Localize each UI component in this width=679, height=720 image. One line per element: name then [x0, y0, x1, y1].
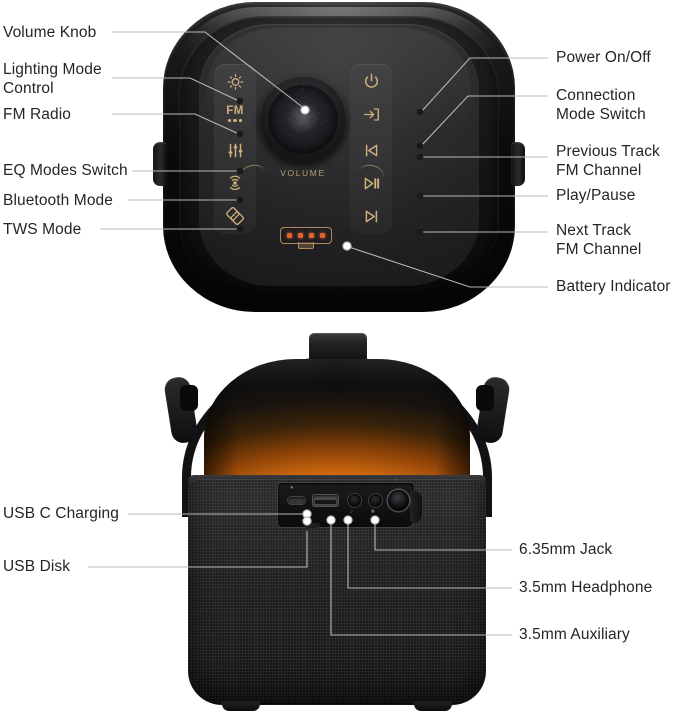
- left-button-column: FM: [214, 64, 256, 234]
- right-button-column: [350, 64, 392, 234]
- usb-c-port[interactable]: [288, 497, 305, 504]
- bluetooth-mode-button[interactable]: [214, 166, 256, 200]
- headphone-jack-3-5mm[interactable]: [348, 494, 361, 507]
- callout-label-previous-track: Previous Track FM Channel: [556, 143, 660, 179]
- callout-label-power-on-off: Power On/Off: [556, 49, 651, 66]
- callout-label-6-35mm-jack: 6.35mm Jack: [519, 541, 613, 558]
- fm-dots-icon: [228, 118, 242, 123]
- callout-label-volume-knob: Volume Knob: [3, 24, 97, 41]
- callout-label-play-pause: Play/Pause: [556, 187, 636, 204]
- lighting-mode-button[interactable]: [214, 64, 256, 98]
- callout-label-battery-indicator: Battery Indicator: [556, 278, 671, 295]
- next-track-icon: [362, 207, 381, 226]
- battery-led: [309, 233, 314, 238]
- battery-led: [287, 233, 292, 238]
- port-panel-cover-tab: [410, 491, 422, 523]
- connection-mode-button[interactable]: [350, 97, 392, 131]
- callout-label-bluetooth-mode: Bluetooth Mode: [3, 192, 113, 209]
- fm-text-icon: FM: [226, 104, 244, 117]
- port-panel-notch: [304, 523, 320, 528]
- play-pause-icon: [362, 174, 381, 193]
- battery-led: [320, 233, 325, 238]
- usb-a-port[interactable]: [313, 495, 338, 506]
- charge-port-marking: ●: [290, 485, 294, 491]
- fm-radio-button[interactable]: FM: [214, 97, 256, 131]
- speaker-foot-left: [222, 701, 260, 711]
- callout-label-usb-disk: USB Disk: [3, 558, 71, 575]
- volume-knob[interactable]: [259, 75, 347, 163]
- battery-indicator: [280, 227, 332, 244]
- volume-knob-center-highlight: [287, 103, 319, 135]
- callout-label-usb-c-charging: USB C Charging: [3, 505, 119, 522]
- volume-knob-label: VOLUME: [280, 168, 326, 178]
- power-button[interactable]: [350, 64, 392, 98]
- callout-label-3-5mm-headphone: 3.5mm Headphone: [519, 579, 653, 596]
- next-track-button[interactable]: [350, 199, 392, 233]
- microphone-jack-6-35mm[interactable]: [388, 490, 409, 511]
- top-mount-cap: [309, 333, 367, 361]
- input-source-icon: [362, 105, 381, 124]
- dome-gloss: [204, 359, 470, 442]
- callout-label-lighting-mode: Lighting Mode Control: [3, 61, 102, 97]
- callout-label-tws-mode: TWS Mode: [3, 221, 82, 238]
- speaker-front-view: ♪ ■ ♪ ●: [162, 333, 512, 718]
- handle-pin-left: [180, 385, 198, 411]
- dome-top-shadow: [298, 359, 376, 417]
- handle-pin-right: [476, 385, 494, 411]
- mic-port-marking: ♪: [395, 477, 398, 483]
- equalizer-sliders-icon: [226, 141, 245, 160]
- previous-track-icon: [362, 141, 381, 160]
- sun-icon: [226, 72, 245, 91]
- tws-mode-button[interactable]: [214, 199, 256, 233]
- port-panel: ♪ ■ ♪ ●: [278, 477, 422, 528]
- headphone-port-marking: ♪: [350, 509, 353, 515]
- callout-label-fm-radio: FM Radio: [3, 106, 71, 123]
- callout-label-next-track: Next Track FM Channel: [556, 222, 642, 258]
- auxiliary-jack-3-5mm[interactable]: [369, 494, 382, 507]
- speaker-foot-right: [414, 701, 452, 711]
- handle-mount-stem-right: [501, 156, 513, 172]
- previous-track-button[interactable]: [350, 133, 392, 167]
- battery-led: [298, 233, 303, 238]
- bluetooth-waves-icon: [225, 173, 245, 193]
- handle-mount-stem-left: [165, 156, 177, 172]
- aux-port-marking: ■: [371, 509, 375, 515]
- power-icon: [362, 72, 381, 91]
- callout-label-eq-modes: EQ Modes Switch: [3, 162, 128, 179]
- speaker-top-view: FM: [153, 2, 525, 312]
- eq-modes-button[interactable]: [214, 133, 256, 167]
- callout-label-connection-mode: Connection Mode Switch: [556, 87, 646, 123]
- handle-mount-right: [511, 142, 525, 186]
- battery-indicator-tab: [298, 242, 314, 249]
- handle-mount-left: [153, 142, 167, 186]
- tws-diamonds-icon: [225, 206, 245, 226]
- play-pause-button[interactable]: [350, 166, 392, 200]
- callout-label-3-5mm-auxiliary: 3.5mm Auxiliary: [519, 626, 630, 643]
